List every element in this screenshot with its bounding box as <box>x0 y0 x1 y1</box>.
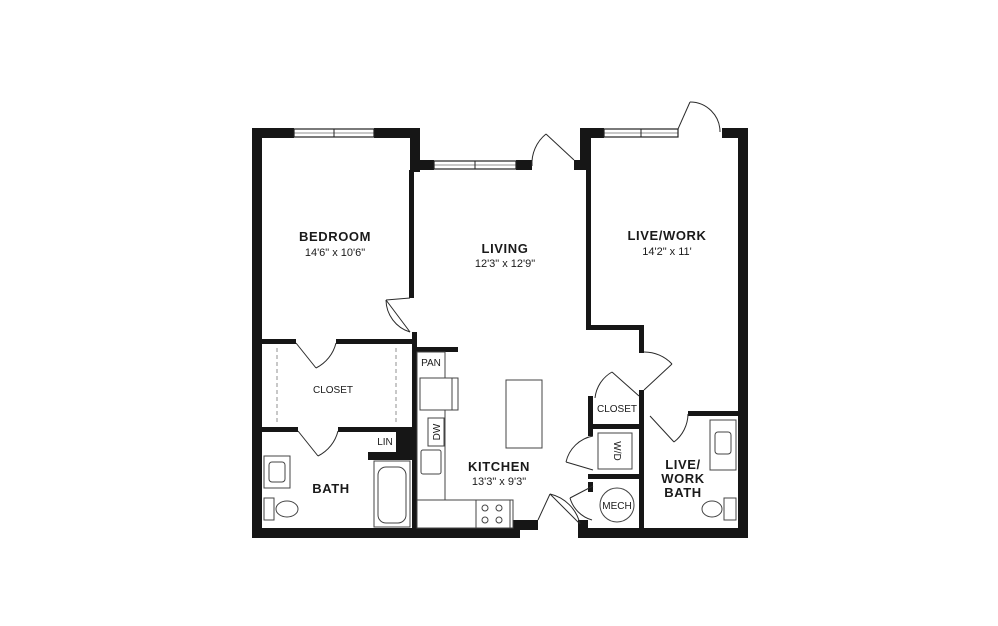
living-label: LIVING <box>482 241 529 256</box>
live-work-bath-label-1: LIVE/ <box>665 457 701 472</box>
dishwasher-label: DW <box>432 423 443 440</box>
windows <box>293 128 679 170</box>
utility-closet-label: CLOSET <box>597 404 637 415</box>
room-labels: BEDROOM 14'6" x 10'6" LIVING 12'3" x 12'… <box>299 228 706 512</box>
kitchen-label: KITCHEN <box>468 459 530 474</box>
pantry-label: PAN <box>421 358 441 369</box>
living-dimensions: 12'3" x 12'9" <box>475 258 535 270</box>
washer-dryer-label: W/D <box>611 441 622 460</box>
kitchen-dimensions: 13'3" x 9'3" <box>472 476 526 488</box>
live-work-bath-label-2: WORK <box>661 471 705 486</box>
live-work-bath-label-3: BATH <box>664 485 702 500</box>
mech-label: MECH <box>602 501 631 512</box>
live-work-dimensions: 14'2" x 11' <box>642 246 692 258</box>
bedroom-dimensions: 14'6" x 10'6" <box>305 247 365 259</box>
fixtures <box>263 348 737 529</box>
exterior-walls <box>252 128 748 538</box>
closet-label: CLOSET <box>313 385 353 396</box>
bedroom-label: BEDROOM <box>299 229 371 244</box>
linen-label: LIN <box>377 437 393 448</box>
bath-label: BATH <box>312 481 350 496</box>
doors <box>295 101 721 525</box>
live-work-label: LIVE/WORK <box>627 228 706 243</box>
